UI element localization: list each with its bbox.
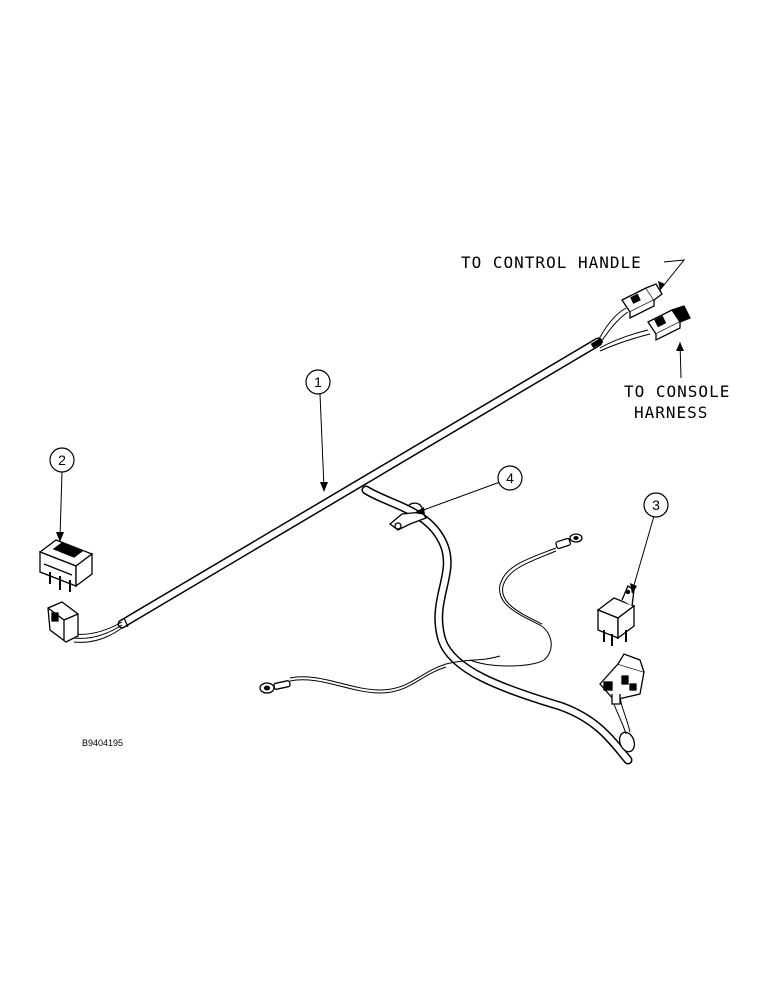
callout-1: 1 bbox=[305, 369, 331, 395]
lower-branch bbox=[361, 485, 636, 765]
main-harness-trunk bbox=[117, 337, 603, 629]
callout-3: 3 bbox=[643, 492, 669, 518]
relay-socket bbox=[599, 653, 645, 705]
label-harness: HARNESS bbox=[634, 403, 708, 422]
label-to-console: TO CONSOLE bbox=[624, 382, 730, 401]
callout-2-text: 2 bbox=[58, 452, 66, 468]
callout-3-text: 3 bbox=[652, 497, 660, 513]
label-to-control-handle: TO CONTROL HANDLE bbox=[461, 253, 642, 272]
left-wires bbox=[73, 621, 123, 643]
console-harness-connector bbox=[647, 305, 691, 342]
ring-terminal-lower bbox=[259, 680, 291, 694]
ring-terminal-upper bbox=[555, 533, 583, 550]
rocker-switch bbox=[38, 539, 94, 592]
right-wires bbox=[595, 307, 651, 352]
arrowheads bbox=[56, 281, 684, 594]
figure-id: B9404195 bbox=[82, 738, 123, 748]
trunk-end-tape bbox=[590, 337, 604, 349]
relay bbox=[596, 585, 636, 646]
callout-4-text: 4 bbox=[506, 470, 514, 486]
control-handle-connector bbox=[621, 283, 663, 320]
left-plug-connector bbox=[47, 601, 79, 643]
ground-wire-upper bbox=[469, 547, 557, 667]
pointer-arrows bbox=[59, 259, 686, 593]
callout-4: 4 bbox=[497, 465, 523, 491]
callout-1-text: 1 bbox=[314, 374, 322, 390]
callout-2: 2 bbox=[49, 447, 75, 473]
